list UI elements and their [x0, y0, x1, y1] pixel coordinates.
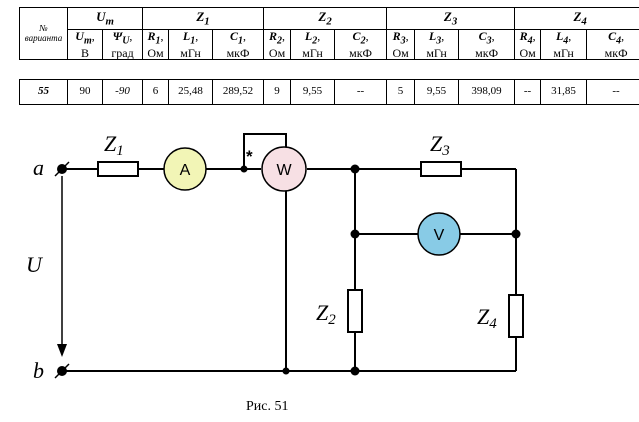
param-l3: L3,мГн — [414, 28, 460, 61]
value-r4: -- — [514, 79, 541, 105]
wattmeter-label: W — [276, 162, 292, 179]
z1-label: Z1 — [104, 131, 124, 159]
param-l1: L1,мГн — [168, 28, 214, 61]
value-l4: 31,85 — [540, 79, 587, 105]
resistor-z4 — [508, 294, 524, 338]
figure-caption: Рис. 51 — [246, 399, 289, 414]
junction-nodes — [240, 164, 521, 376]
param-um: Um,В — [67, 28, 103, 61]
resistor-z2 — [347, 289, 363, 333]
resistor-z3 — [420, 161, 462, 177]
param-c1: C1,мкФ — [212, 28, 265, 61]
param-r1: R1,Ом — [142, 28, 170, 61]
param-psi-u: ΨU,град — [101, 28, 144, 61]
ammeter-label: A — [180, 162, 191, 179]
value-r3: 5 — [386, 79, 415, 105]
param-c4: C4,мкФ — [586, 28, 639, 61]
voltmeter-label: V — [434, 227, 445, 244]
param-r3: R3,Ом — [386, 28, 416, 61]
variant-values-table: 55 90 -90 6 25,48 289,52 9 9,55 -- 5 9,5… — [19, 79, 639, 105]
param-c3: C3,мкФ — [458, 28, 516, 61]
value-l3: 9,55 — [414, 79, 459, 105]
param-r4: R4,Ом — [514, 28, 542, 61]
param-l4: L4,мГн — [540, 28, 588, 61]
param-c2: C2,мкФ — [334, 28, 388, 61]
arrow-head-icon — [57, 344, 67, 357]
ammeter-icon — [163, 147, 207, 191]
node-a-label: a — [33, 155, 44, 180]
variant-number: 55 — [19, 79, 68, 105]
z4-label: Z4 — [477, 304, 497, 332]
z2-label: Z2 — [316, 300, 336, 328]
voltage-label: U — [26, 252, 44, 277]
wattmeter-star-mark: * — [246, 147, 253, 166]
variant-label-no: № — [39, 23, 48, 34]
param-r2: R2,Ом — [263, 28, 292, 61]
value-c2: -- — [334, 79, 387, 105]
variant-label-text: варианта — [24, 32, 63, 43]
value-c4: -- — [586, 79, 639, 105]
resistor-z1 — [97, 161, 139, 177]
value-um: 90 — [67, 79, 103, 105]
node-b-label: b — [33, 358, 44, 383]
wattmeter-icon — [261, 146, 307, 192]
z3-label: Z3 — [430, 131, 450, 159]
value-c3: 398,09 — [458, 79, 515, 105]
voltmeter-icon — [417, 212, 461, 256]
parameter-header-table: № варианта Um Z1 Z2 Z3 Z4 Um,В ΨU,град R… — [19, 6, 639, 61]
variant-header-cell: № варианта — [19, 6, 68, 61]
